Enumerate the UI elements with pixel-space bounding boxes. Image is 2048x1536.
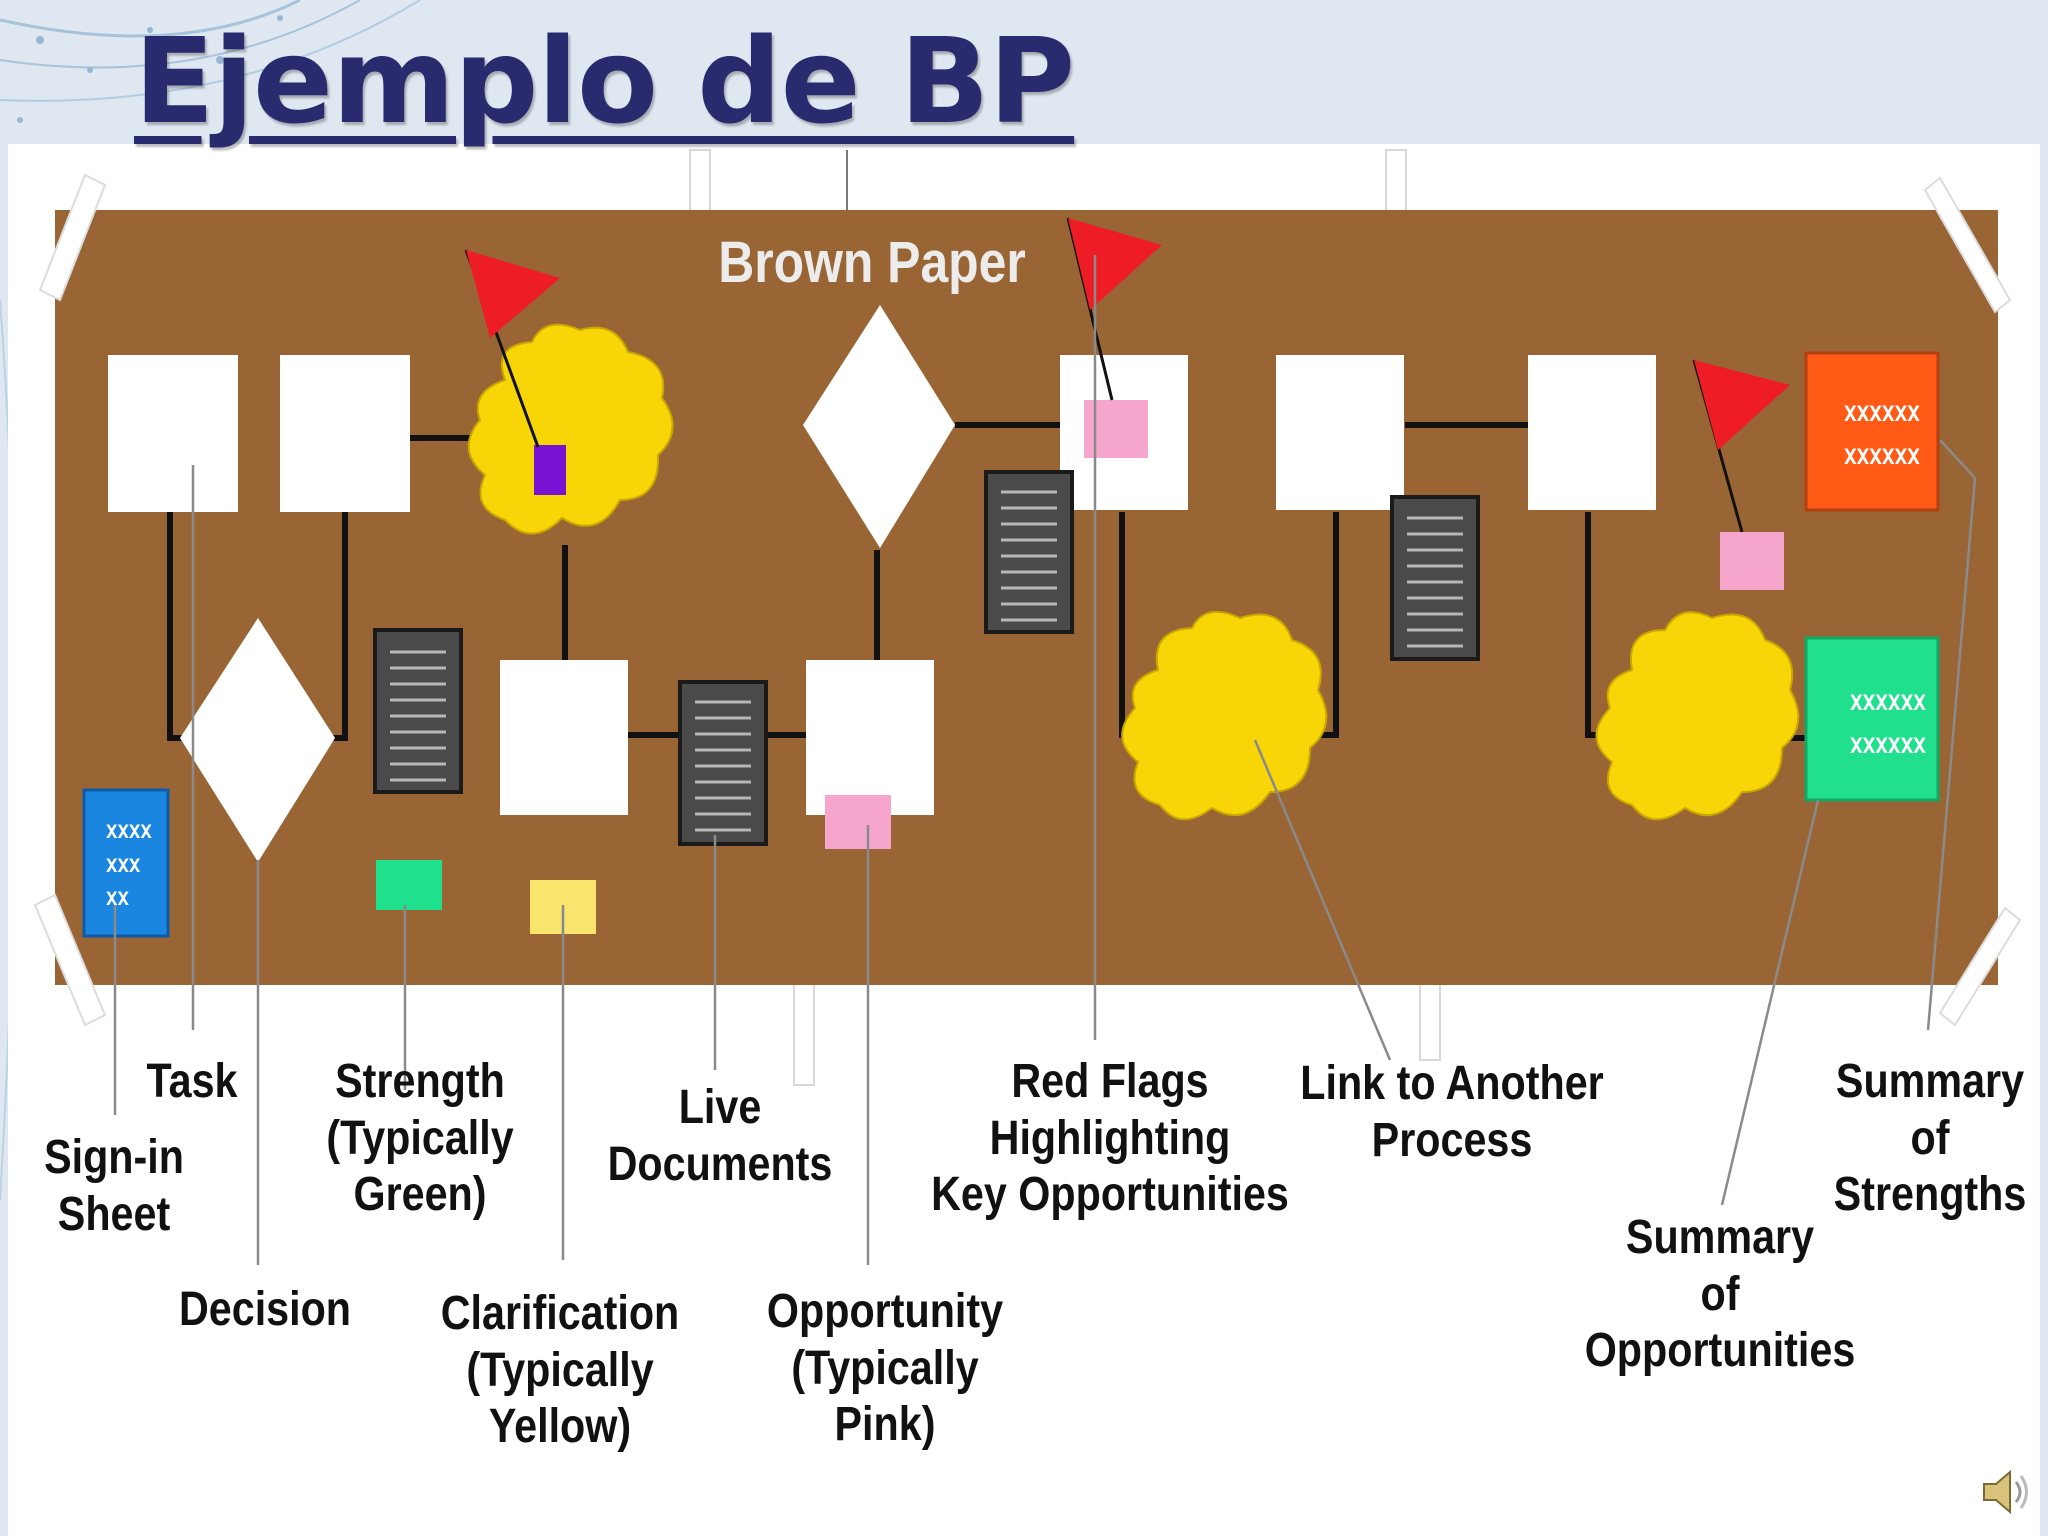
label-summary-strengths: Summary of Strengths — [1833, 1055, 2027, 1222]
slide-title: Ejemplo de BP — [134, 12, 1075, 150]
signin-sheet — [82, 788, 170, 938]
task-box — [1276, 355, 1404, 510]
decision-diamond — [180, 618, 335, 862]
opportunity-note — [1084, 400, 1148, 458]
live-document-icon — [1390, 495, 1480, 661]
summary-opportunities-line: XXXXXX — [1850, 691, 1926, 715]
corner-tape-icon — [1938, 906, 2022, 1027]
label-task: Task — [146, 1055, 238, 1108]
clarification-marker — [534, 445, 566, 495]
summary-opportunities-line: XXXXXX — [1850, 734, 1926, 758]
label-link-process: Link to Another Process — [1300, 1057, 1604, 1167]
task-box — [500, 660, 628, 815]
summary-strengths-line: XXXXXX — [1844, 402, 1920, 426]
live-document-icon — [984, 470, 1074, 634]
leader-lines — [113, 255, 1977, 1265]
live-document-icon — [373, 628, 463, 794]
label-signin-sheet: Sign-in Sheet — [44, 1131, 184, 1241]
task-box — [280, 355, 410, 512]
label-red-flags: Red Flags Highlighting Key Opportunities — [931, 1055, 1289, 1222]
corner-tape-icon — [38, 173, 107, 302]
opportunity-note — [825, 795, 891, 849]
speaker-icon[interactable] — [1978, 1464, 2034, 1520]
red-flag-icon — [464, 249, 560, 448]
label-clarification: Clarification (Typically Yellow) — [440, 1287, 680, 1454]
red-flag-icon — [1692, 359, 1790, 533]
link-process-cloud-icon — [1595, 611, 1800, 821]
signin-sheet-line: XX — [106, 888, 129, 910]
task-box — [806, 660, 934, 815]
strength-note — [376, 860, 442, 910]
label-opportunity: Opportunity (Typically Pink) — [766, 1285, 1004, 1452]
label-decision: Decision — [178, 1283, 352, 1336]
summary-strengths-box — [1804, 351, 1940, 512]
signin-sheet-line: XXX — [106, 855, 141, 877]
link-process-cloud-icon — [467, 323, 674, 535]
decision-diamond — [803, 305, 955, 548]
red-flag-icon — [1066, 217, 1162, 401]
board-label: Brown Paper — [718, 231, 1026, 295]
label-live-documents: Live Documents — [607, 1081, 833, 1191]
task-box — [1528, 355, 1656, 510]
signin-sheet-line: XXXX — [106, 821, 152, 843]
live-document-icon — [678, 680, 768, 846]
task-box — [108, 355, 238, 512]
summary-opportunities-box — [1804, 636, 1940, 802]
label-strength: Strength (Typically Green) — [326, 1055, 514, 1222]
opportunity-note — [1720, 532, 1784, 590]
summary-strengths-line: XXXXXX — [1844, 445, 1920, 469]
link-process-cloud-icon — [1121, 610, 1328, 821]
corner-tape-icon — [33, 893, 107, 1027]
corner-tape-icon — [1923, 176, 2012, 314]
label-summary-opportunities: Summary of Opportunities — [1584, 1211, 1856, 1378]
